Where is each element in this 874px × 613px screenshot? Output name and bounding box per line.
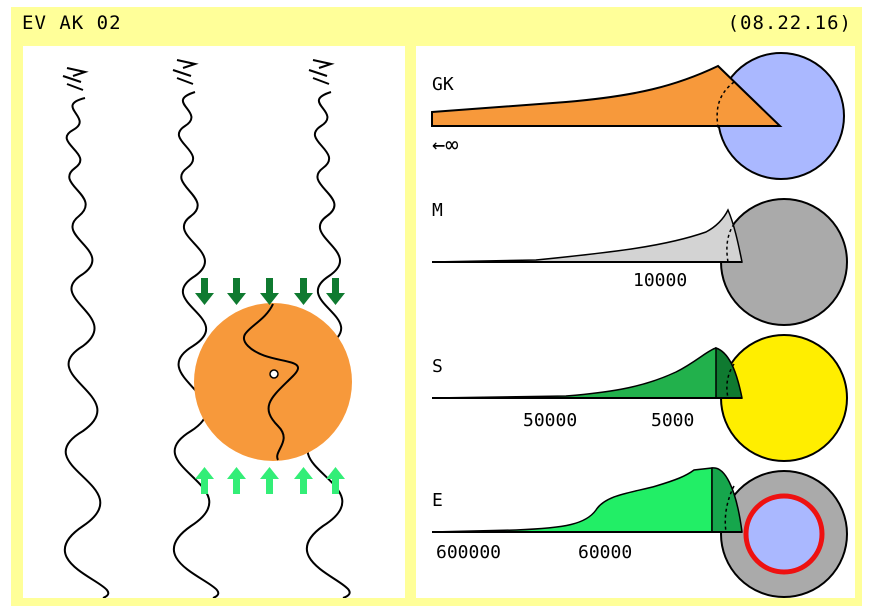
date-label: (08.22.16) — [727, 12, 852, 34]
tick-e-60000: 60000 — [578, 542, 632, 563]
stage-label-e: E — [432, 490, 443, 511]
tick-e-600000: 600000 — [436, 542, 501, 563]
stage-gk: GK ←∞ — [431, 52, 845, 180]
collapse-panel — [23, 46, 405, 598]
s-profile-outer — [431, 347, 723, 399]
collapse-diagram — [62, 59, 352, 598]
stage-m: M 10000 — [431, 198, 848, 326]
e-boundary — [724, 485, 735, 533]
collapsing-core — [194, 303, 352, 461]
down-arrow-icon — [326, 278, 345, 305]
down-arrow-icon — [195, 278, 214, 305]
stage-s: S 50000 5000 — [431, 334, 848, 462]
wavy-line-icon — [172, 59, 220, 598]
down-arrow-icon — [260, 278, 279, 305]
wavy-line-icon — [305, 59, 351, 598]
tick-s-5000: 5000 — [651, 410, 694, 431]
core-center-dot — [269, 369, 279, 379]
stage-label-s: S — [432, 356, 443, 377]
stages-panel: GK ←∞ M 10000 S 50000 5000 — [416, 46, 855, 598]
stage-e: E 600000 60000 — [431, 467, 848, 598]
e-profile-outer — [431, 467, 713, 533]
m-profile — [431, 208, 743, 263]
down-arrow-icon — [227, 278, 246, 305]
down-arrow-icon — [294, 278, 313, 305]
tick-m-10000: 10000 — [633, 270, 687, 291]
up-arrow-icon — [227, 467, 246, 494]
core-wavy-line — [242, 303, 300, 461]
up-arrow-icon — [294, 467, 313, 494]
stages-diagram: GK ←∞ M 10000 S 50000 5000 — [431, 52, 848, 598]
up-arrow-icon — [326, 467, 345, 494]
stage-label-gk: GK — [432, 74, 454, 95]
inflow-top-arrows — [195, 278, 345, 305]
stage-label-m: M — [432, 200, 443, 221]
page-title: EV AK 02 — [22, 12, 122, 34]
wavy-lines — [62, 59, 351, 598]
inflow-bottom-arrows — [195, 467, 345, 494]
up-arrow-icon — [195, 467, 214, 494]
e-disk-inner — [743, 493, 825, 575]
wavy-line-icon — [62, 67, 110, 598]
m-boundary — [726, 223, 735, 263]
tick-s-50000: 50000 — [523, 410, 577, 431]
s-boundary — [726, 363, 735, 399]
gk-profile — [431, 64, 783, 127]
infinity-label: ←∞ — [432, 133, 459, 158]
up-arrow-icon — [260, 467, 279, 494]
